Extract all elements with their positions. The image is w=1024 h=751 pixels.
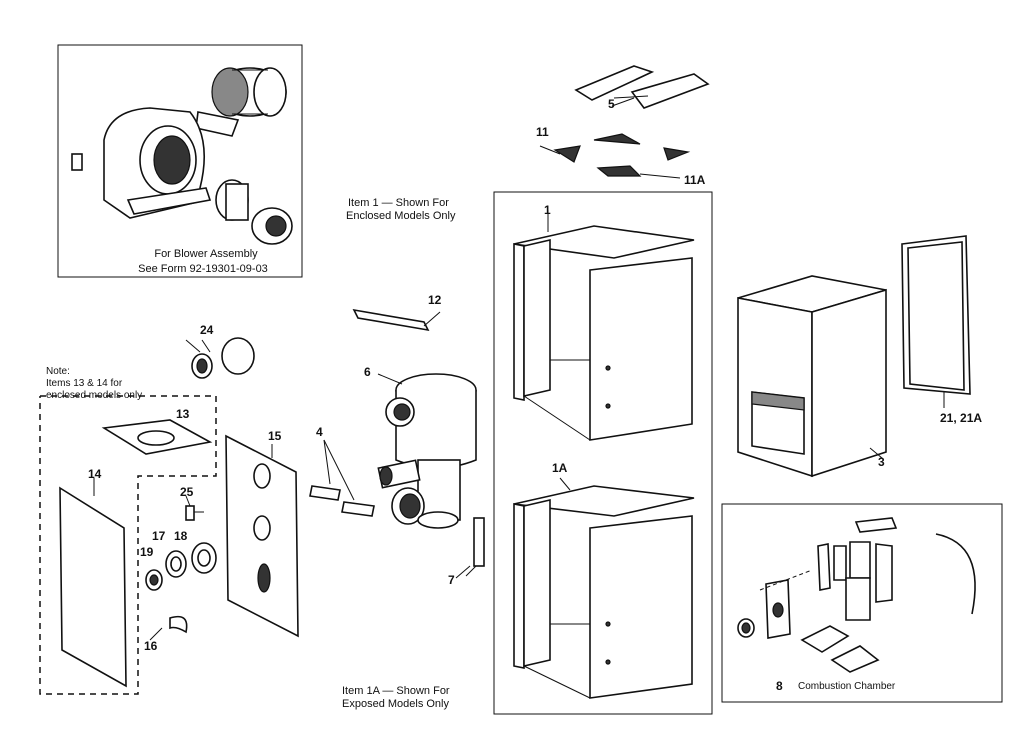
cabinet-enclosed-icon [513,225,695,441]
cabinet-frame-box [493,191,713,715]
callout-14: 14 [88,467,102,481]
note-dashed-boundary [39,395,217,695]
callout-17: 17 [152,529,166,543]
callout-25: 25 [180,485,194,499]
callout-6: 6 [364,365,371,379]
callout-24: 24 [200,323,214,337]
callout-5: 5 [608,97,615,111]
callout-3: 3 [878,455,885,469]
callout-13: 13 [176,407,190,421]
callout-19: 19 [140,545,154,559]
callout-11a: 11A [684,173,706,187]
blower-note-line1: For Blower Assembly [154,248,258,260]
part-12-bracket-icon [352,308,441,332]
part-13-icon [101,419,213,455]
blower-assembly-box [57,44,303,278]
part-6-heat-exchanger-icon [377,373,477,529]
callout-1: 1 [544,203,551,217]
part-24-icon [191,337,255,379]
part-19-icon [145,569,163,591]
part-14-panel-icon [59,486,127,688]
part-7-icon [465,517,485,577]
callout-15: 15 [268,429,282,443]
callout-11: 11 [536,125,549,139]
item1a-note-line2: Exposed Models Only [342,698,449,710]
callout-1a: 1A [552,461,568,475]
bracket-icon [71,153,83,171]
callout-16: 16 [144,639,158,653]
part-25-icon [185,505,204,521]
part-5-plates [574,65,710,109]
part-15-panel-icon [225,434,299,638]
note-line2: Items 13 & 14 for [46,378,123,389]
callout-21: 21, 21A [940,411,983,425]
callout-18: 18 [174,529,188,543]
cabinet-exposed-icon [513,485,695,699]
item1-note-line2: Enclosed Models Only [346,210,456,222]
note-line1: Note: [46,366,70,377]
part-18-icon [191,542,217,574]
combustion-chamber-label: Combustion Chamber [798,681,896,692]
part-4-icon [309,439,375,517]
part-3-casing-icon [737,275,887,478]
blower-note-line2: See Form 92-19301-09-03 [138,263,268,275]
callout-4: 4 [316,425,323,439]
item1-note-line1: Item 1 — Shown For [348,197,449,209]
callout-7: 7 [448,573,455,587]
blower-motor-icon [215,179,293,245]
part-16-icon [169,615,188,634]
item1a-note-line1: Item 1A — Shown For [342,685,450,697]
part-17-icon [165,550,187,578]
note-line3: enclosed models only [46,390,143,401]
callout-8: 8 [776,679,783,693]
callout-12: 12 [428,293,442,307]
part-21-panel-icon [901,235,971,395]
combustion-chamber-box [721,503,1003,703]
blower-wheel-icon [211,67,287,117]
part-11-baffles [539,133,691,179]
blower-housing-icon [103,107,212,219]
